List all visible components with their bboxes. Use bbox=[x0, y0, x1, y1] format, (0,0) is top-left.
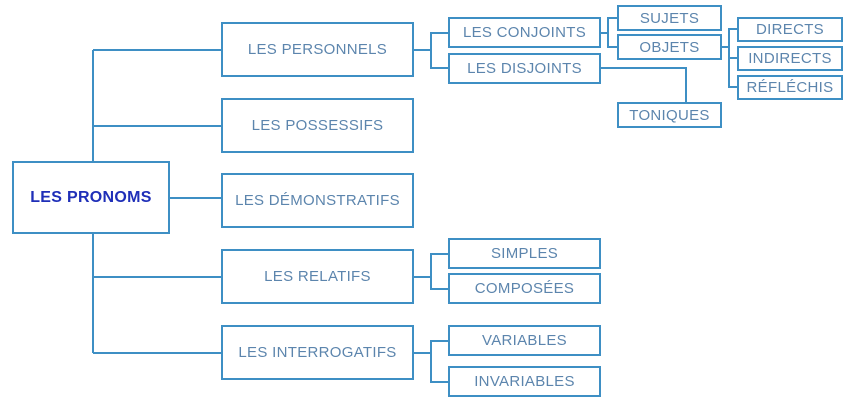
node-les-conjoints: LES CONJOINTS bbox=[448, 17, 601, 48]
node-reflechis: RÉFLÉCHIS bbox=[737, 75, 843, 100]
connector-interrogatifs-split bbox=[430, 340, 448, 383]
node-les-interrogatifs: LES INTERROGATIFS bbox=[221, 325, 414, 380]
node-simples: SIMPLES bbox=[448, 238, 601, 269]
node-les-personnels: LES PERSONNELS bbox=[221, 22, 414, 77]
node-composees: COMPOSÉES bbox=[448, 273, 601, 304]
node-les-relatifs: LES RELATIFS bbox=[221, 249, 414, 304]
node-directs: DIRECTS bbox=[737, 17, 843, 42]
node-les-pronoms: LES PRONOMS bbox=[12, 161, 170, 234]
connector-conjoints-split bbox=[607, 17, 617, 48]
connector-personnels-split bbox=[430, 32, 448, 69]
node-les-demonstratifs: LES DÉMONSTRATIFS bbox=[221, 173, 414, 228]
node-les-disjoints: LES DISJOINTS bbox=[448, 53, 601, 84]
connector-disjoints-toniques bbox=[601, 67, 687, 102]
node-variables: VARIABLES bbox=[448, 325, 601, 356]
node-invariables: INVARIABLES bbox=[448, 366, 601, 397]
node-indirects: INDIRECTS bbox=[737, 46, 843, 71]
node-sujets: SUJETS bbox=[617, 5, 722, 31]
node-les-possessifs: LES POSSESSIFS bbox=[221, 98, 414, 153]
node-objets: OBJETS bbox=[617, 34, 722, 60]
connector-relatifs-split bbox=[430, 253, 448, 290]
node-toniques: TONIQUES bbox=[617, 102, 722, 128]
